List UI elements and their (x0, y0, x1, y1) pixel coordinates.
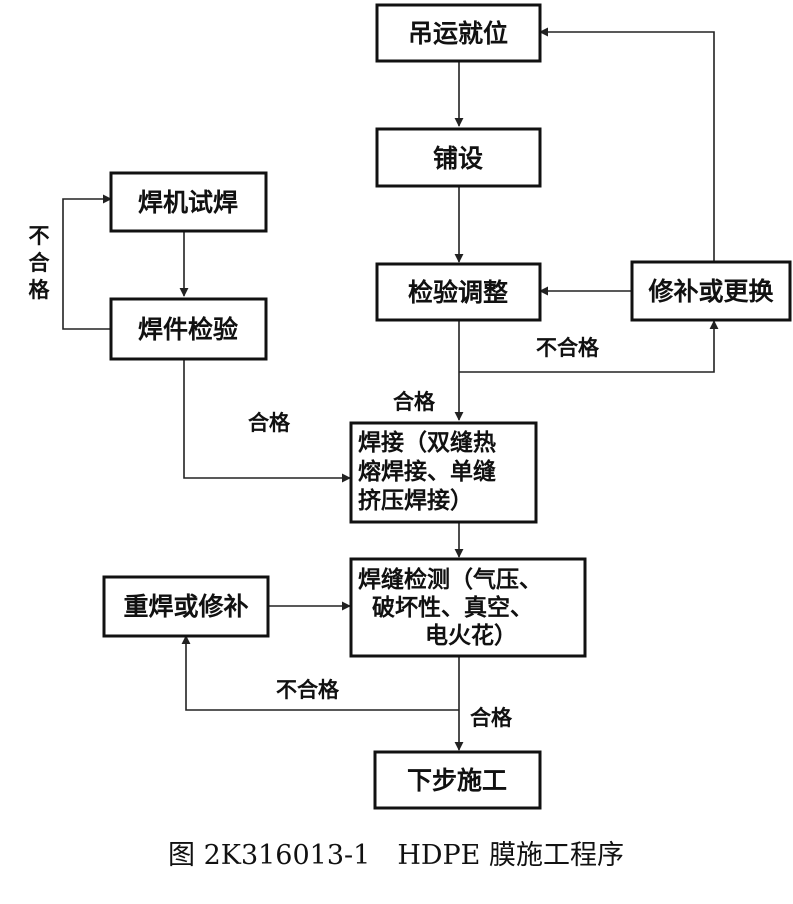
node-lay-label: 铺设 (433, 144, 483, 173)
arrow-sample-pass-to-welding (183, 359, 351, 483)
node-trial-weld-label: 焊机试焊 (138, 188, 238, 217)
node-repair-replace-label: 修补或更换 (647, 277, 774, 306)
node-seam-test: 焊缝检测（气压、 破坏性、真空、 电火花） (349, 557, 587, 658)
node-welding-line-1: 焊接（双缝热 (358, 429, 496, 456)
node-next-step: 下步施工 (373, 750, 542, 810)
node-next-step-label: 下步施工 (407, 766, 507, 795)
arrow-inspect-fail-to-repair (459, 320, 719, 373)
node-seam-test-line-1: 焊缝检测（气压、 (358, 566, 542, 593)
arrow-repair-to-hoist (539, 27, 715, 263)
node-sample-inspect-label: 焊件检验 (138, 315, 238, 344)
edge-labels: 不 合 格 不合格 合格 合格 不合格 合格 (29, 224, 600, 730)
node-reweld-repair-label: 重焊或修补 (123, 592, 248, 621)
node-reweld-repair: 重焊或修补 (102, 575, 270, 638)
label-pass-seam-test: 合格 (470, 706, 513, 730)
node-sample-inspect: 焊件检验 (109, 297, 268, 361)
label-fail-vertical-3: 格 (29, 278, 51, 302)
label-fail-vertical-1: 不 (29, 224, 50, 248)
arrow-seamtest-fail-to-reweld (181, 635, 459, 711)
node-hoist-label: 吊运就位 (408, 19, 508, 48)
node-hoist: 吊运就位 (375, 3, 542, 63)
node-welding-line-3: 挤压焊接） (358, 487, 473, 514)
label-fail-inspect-adjust: 不合格 (536, 336, 600, 360)
node-seam-test-line-3: 电火花） (425, 622, 517, 649)
node-welding: 焊接（双缝热 熔焊接、单缝 挤压焊接） (349, 421, 538, 524)
node-seam-test-line-2: 破坏性、真空、 (372, 594, 533, 621)
node-lay: 铺设 (375, 127, 542, 188)
node-inspect-adjust: 检验调整 (375, 262, 542, 322)
label-pass-inspect-adjust: 合格 (393, 390, 436, 414)
node-welding-line-2: 熔焊接、单缝 (358, 458, 496, 485)
node-inspect-adjust-label: 检验调整 (408, 278, 508, 307)
node-trial-weld: 焊机试焊 (109, 171, 268, 233)
label-fail-vertical-2: 合 (29, 251, 51, 275)
node-repair-replace: 修补或更换 (630, 260, 792, 322)
figure-caption: 图 2K316013-1 HDPE 膜施工程序 (168, 840, 624, 871)
label-pass-sample: 合格 (248, 411, 291, 435)
label-fail-seam-test: 不合格 (276, 678, 340, 702)
connectors (62, 27, 719, 751)
arrow-sample-fail-to-trial (62, 194, 112, 330)
